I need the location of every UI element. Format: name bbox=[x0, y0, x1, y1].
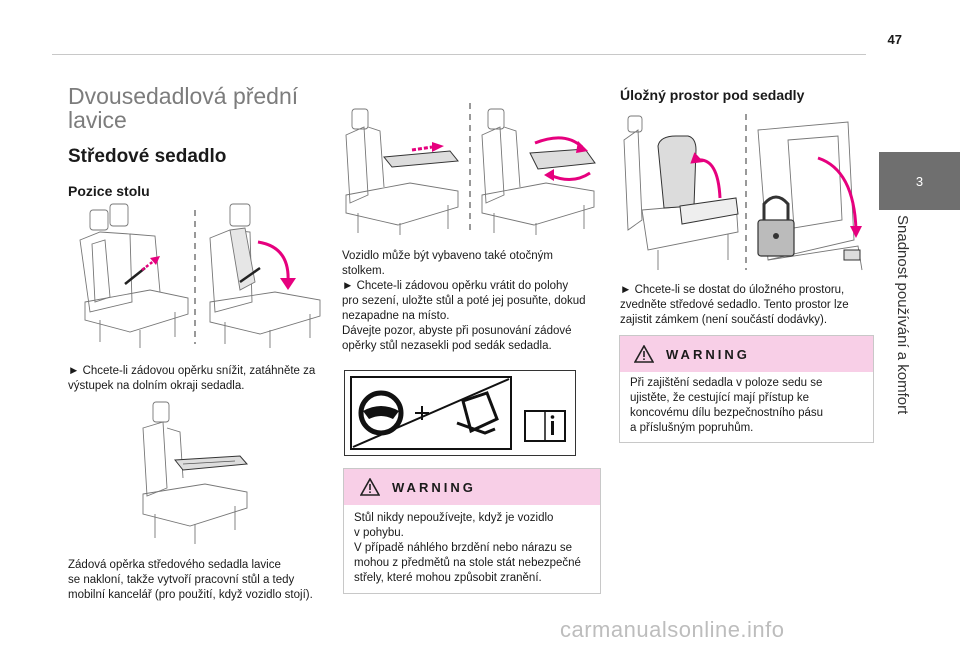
chapter-tab[interactable]: 3 bbox=[879, 152, 960, 210]
figure-under-seat-storage bbox=[618, 110, 868, 275]
warning-title: WARNING bbox=[666, 346, 750, 362]
warning-body: Při zajištění sedadla v poloze sedu se u… bbox=[630, 377, 824, 434]
warning-box-storage: WARNING Při zajištění sedadla v poloze s… bbox=[619, 335, 874, 443]
storage-text: ► Chcete-li se dostat do úložného prosto… bbox=[620, 284, 849, 326]
swivel-table-text: Vozidlo může být vybaveno také otočným s… bbox=[342, 250, 586, 352]
warning-title: WARNING bbox=[392, 479, 476, 495]
warning-triangle-icon bbox=[634, 345, 654, 363]
heading-table-position: Pozice stolu bbox=[68, 183, 150, 199]
warning-box-table: WARNING Stůl nikdy nepoužívejte, když je… bbox=[343, 468, 601, 594]
caption-lower-backrest: ► Chcete-li zádovou opěrku snížit, zatáh… bbox=[68, 365, 316, 392]
pictogram-box bbox=[344, 370, 576, 456]
warning-header: WARNING bbox=[620, 336, 873, 372]
section-title: Dvousedadlová přední lavice bbox=[68, 83, 299, 133]
page-number: 47 bbox=[887, 32, 902, 47]
figure-seat-table-mode bbox=[135, 398, 265, 548]
caption-table-mode: Zádová opěrka středového sedadla lavice … bbox=[68, 559, 313, 601]
chapter-title: Snadnost používání a komfort bbox=[894, 215, 911, 415]
figure-seat-backrest-lower bbox=[70, 202, 330, 352]
watermark: carmanualsonline.info bbox=[560, 617, 785, 642]
figure-swivel-table bbox=[340, 95, 605, 235]
warning-header: WARNING bbox=[344, 469, 600, 505]
chapter-title-vertical: Snadnost používání a komfort bbox=[893, 215, 913, 445]
warning-body: Stůl nikdy nepoužívejte, když je vozidlo… bbox=[354, 512, 581, 584]
warning-triangle-icon bbox=[360, 478, 380, 496]
subsection-title: Středové sedadlo bbox=[68, 146, 227, 167]
heading-storage: Úložný prostor pod sedadly bbox=[620, 87, 805, 103]
header-rule bbox=[52, 54, 866, 55]
